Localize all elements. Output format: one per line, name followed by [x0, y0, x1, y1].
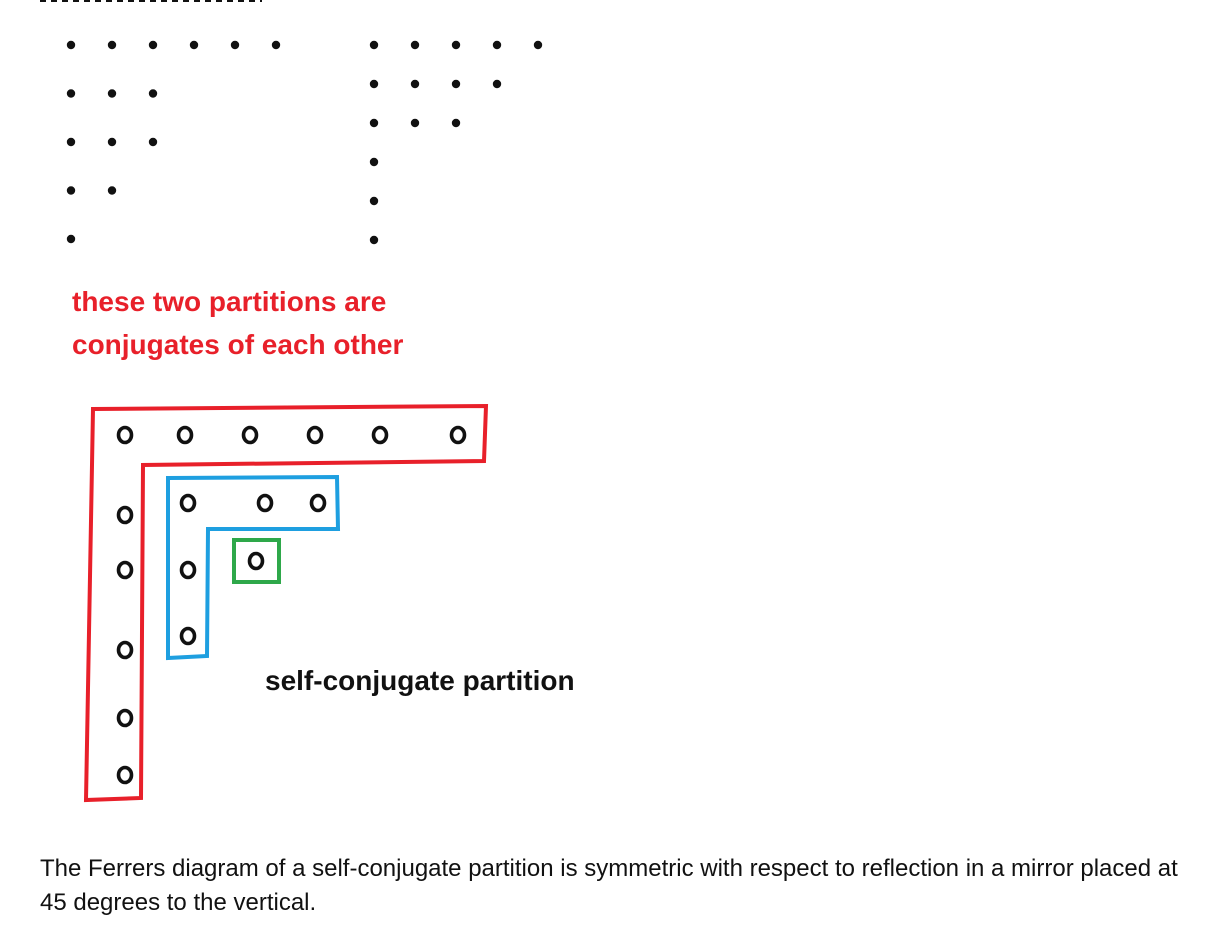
self-conjugate-label: self-conjugate partition [265, 665, 575, 696]
left-dot-r4-c1 [66, 186, 76, 195]
middle-hook-arm-cell-1 [256, 493, 274, 513]
middle-hook-outline [166, 474, 341, 661]
self-conjugate-cells [116, 425, 467, 785]
right-dot-r2-c2 [410, 79, 420, 89]
right-dot-r1-c4 [492, 40, 502, 50]
right-dot-r2-c3 [451, 79, 461, 89]
outer-hook-arm-cell-5 [449, 425, 467, 445]
outer-hook-arm-cell-2 [241, 425, 259, 445]
right-dot-r1-c3 [451, 40, 461, 50]
right-dot-r1-c1 [369, 40, 379, 50]
left-dot-r1-c4 [189, 40, 199, 50]
outer-hook-outline [83, 403, 489, 803]
conjugate-label: these two partitions are conjugates of e… [72, 280, 492, 366]
left-dot-r1-c6 [271, 40, 281, 50]
left-dot-r2-c2 [107, 89, 117, 98]
conjugate-label-line1: these two partitions are [72, 286, 387, 317]
right-dot-r1-c5 [533, 40, 543, 50]
left-dot-r2-c3 [148, 89, 158, 98]
left-dot-r3-c3 [148, 137, 158, 147]
right-dot-r5-c1 [369, 196, 379, 206]
middle-hook-leg-cell-2 [179, 626, 197, 646]
partition-right [369, 40, 543, 245]
left-dot-r1-c3 [148, 40, 158, 50]
outer-hook-arm-cell-1 [176, 425, 194, 445]
outer-hook-leg-cell-1 [116, 505, 134, 525]
right-dot-r3-c3 [451, 118, 461, 128]
left-dot-r1-c1 [66, 40, 76, 50]
left-dot-r1-c5 [230, 40, 240, 50]
right-dot-r4-c1 [369, 157, 379, 167]
middle-hook-corner-cell [179, 493, 197, 513]
outer-hook-arm-cell-3 [306, 425, 324, 445]
outer-hook-leg-cell-5 [116, 765, 134, 785]
left-dot-r1-c2 [107, 40, 117, 50]
caption: The Ferrers diagram of a self-conjugate … [40, 855, 1178, 916]
right-dot-r3-c2 [410, 118, 420, 128]
left-dot-r3-c2 [107, 137, 117, 147]
left-dot-r3-c1 [66, 137, 76, 147]
left-dot-r4-c2 [107, 186, 117, 195]
left-dot-r5-c1 [66, 234, 76, 244]
inner-hook-corner-cell [247, 551, 265, 571]
partition-left [66, 40, 281, 244]
outer-hook-leg-cell-3 [116, 640, 134, 660]
outer-hook-leg-cell-4 [116, 708, 134, 728]
right-dot-r1-c2 [410, 40, 420, 50]
left-dot-r2-c1 [66, 89, 76, 98]
right-dot-r3-c1 [369, 118, 379, 128]
outer-hook-leg-cell-2 [116, 560, 134, 580]
middle-hook-arm-cell-2 [309, 493, 327, 513]
right-dot-r2-c1 [369, 79, 379, 89]
outer-hook-corner-cell [116, 425, 134, 445]
outer-hook-arm-cell-4 [371, 425, 389, 445]
middle-hook-leg-cell-1 [179, 560, 197, 580]
right-dot-r2-c4 [492, 79, 502, 89]
inner-hook-outline [232, 538, 281, 584]
conjugate-label-line2: conjugates of each other [72, 329, 404, 360]
right-dot-r6-c1 [369, 235, 379, 245]
